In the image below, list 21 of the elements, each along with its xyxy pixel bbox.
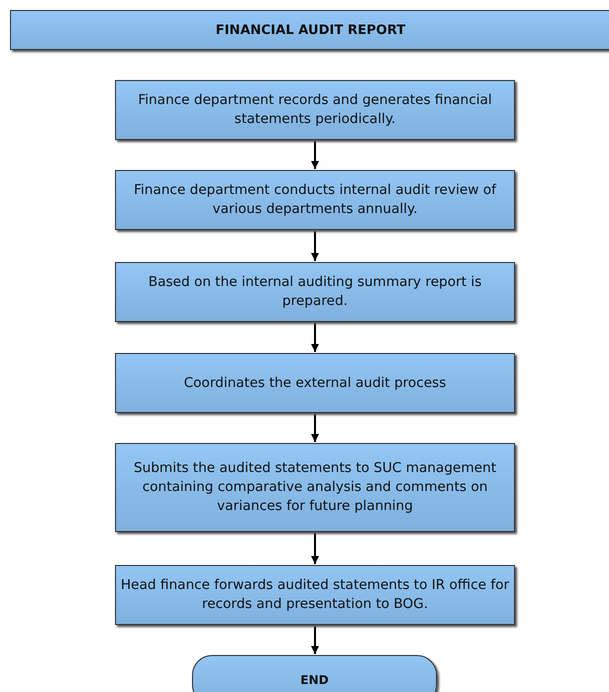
step-text: Submits the audited statements to SUC management containing comparative analysis and comments on variances for future planning (132, 459, 498, 516)
step-text: Coordinates the external audit process (182, 374, 448, 392)
step-text: Based on the internal auditing summary report is prepared. (147, 273, 483, 311)
arrow (311, 533, 319, 564)
step-text: Finance department conducts internal audit review of various departments annually. (132, 181, 498, 219)
process-box (115, 353, 515, 413)
terminator (192, 655, 437, 692)
step-text: END (299, 672, 330, 688)
arrow (311, 414, 319, 442)
step-text: Head finance forwards audited statements to IR office for records and presentation to BOG. (120, 576, 510, 614)
process-box (115, 262, 515, 322)
process-box (115, 80, 515, 140)
process-box (115, 443, 515, 532)
step-text: Finance department records and generates financial statements periodically. (137, 91, 493, 129)
arrow (311, 231, 319, 261)
arrow (311, 626, 319, 654)
process-box (115, 170, 515, 230)
title: FINANCIAL AUDIT REPORT (216, 22, 406, 38)
process-box (115, 565, 515, 625)
arrow (311, 141, 319, 169)
arrow (311, 323, 319, 352)
